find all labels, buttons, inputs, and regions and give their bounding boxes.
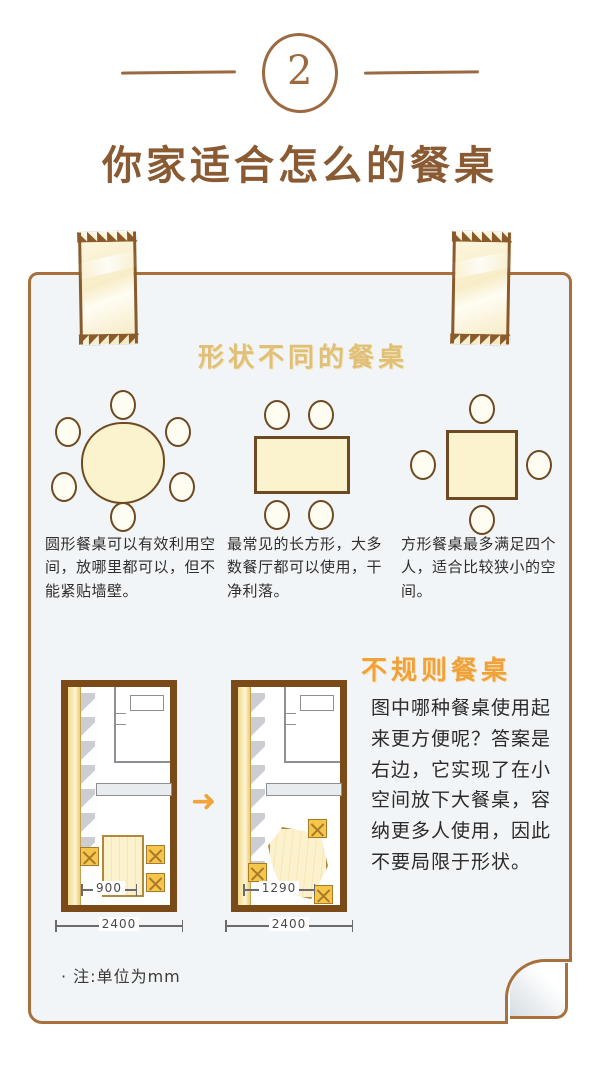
floor-plan-comparison: 900 2400 ➜ [39,680,369,970]
chair-icon [468,394,495,424]
washi-tape-icon [450,230,512,346]
chair-icon [110,502,136,532]
seat-icon [308,819,327,838]
door-swing-icon [284,713,296,725]
room-width-dimension: 2400 [55,916,183,934]
irregular-table-body-text: 图中哪种餐桌使用起来更方便呢？答案是右边，它实现了在小空间放下大餐桌，容纳更多人… [371,697,552,873]
chair-icon [55,417,81,447]
round-table-top [81,422,165,504]
curtain-folds-icon [251,693,265,863]
adjacent-room-box [284,687,340,763]
tape-torn-edge [78,333,139,346]
curtain-folds-icon [81,693,95,863]
counter-icon [266,783,342,796]
counter-icon [96,783,172,796]
seat-icon [146,845,165,864]
chair-icon [525,450,552,480]
chair-icon [110,390,136,420]
rectangular-table-top [254,436,351,494]
header: 2 你家适合怎么的餐桌 [0,0,600,215]
tape-torn-edge [450,333,511,346]
chair-icon [169,472,195,502]
chair-icon [308,400,335,430]
furniture-rect-icon [130,695,164,711]
curtain-wall [238,687,251,905]
room-outline [231,680,347,912]
tape-torn-edge [77,230,138,243]
room-width-dimension: 2400 [225,916,353,934]
rectangular-table-caption: 最常见的长方形，大多数餐厅都可以使用，干净利落。 [227,535,383,600]
round-table-caption: 圆形餐桌可以有效利用空间，放哪里都可以，但不能紧贴墙壁。 [45,535,216,600]
room-outline [61,680,177,912]
curtain-wall [68,687,81,905]
rule-left-decoration [120,70,237,75]
units-footnote: · 注:单位为mm [61,967,181,986]
door-swing-icon [114,713,126,725]
floor-plan-before: 900 2400 [47,680,189,942]
room-width-value: 2400 [98,917,140,931]
room-width-value: 2400 [268,917,310,931]
paper-sheet-wrapper: 形状不同的餐桌 [28,230,572,1024]
seat-icon [314,885,333,904]
paper-curl-corner [510,963,568,1019]
chair-icon [468,505,495,535]
round-table-illustration [31,390,212,535]
floor-plan-after: 1290 2400 [217,680,359,942]
square-table-top [445,430,518,500]
tape-body [451,231,511,345]
chair-icon [165,417,191,447]
section-heading-shapes: 形状不同的餐桌 [197,343,408,373]
seat-icon [248,863,267,882]
chair-icon [264,500,291,530]
chair-icon [51,472,77,502]
tape-body [78,231,138,345]
rectangular-table-illustration [212,390,393,535]
adjacent-room-box [114,687,170,763]
table-width-dimension: 900 [81,880,137,898]
section-number-badge: 2 [260,31,340,114]
square-table-illustration [394,390,575,535]
square-table-caption: 方形餐桌最多满足四个人，适合比较狭小的空间。 [401,535,557,600]
table-width-dimension: 1290 [243,880,315,898]
seat-icon [80,847,99,866]
furniture-rect-icon [300,695,334,711]
chair-icon [264,400,291,430]
badge-row: 2 [0,30,600,115]
table-width-value: 900 [93,881,125,895]
page-title: 你家适合怎么的餐桌 [102,143,498,189]
comparison-arrow-icon: ➜ [191,784,217,819]
chair-icon [308,500,335,530]
tape-torn-edge [451,230,512,243]
seat-icon [146,873,165,892]
section-heading-irregular: 不规则餐桌 [361,656,512,686]
chair-icon [409,450,436,480]
rule-right-decoration [363,70,480,75]
shape-illustration-row [31,390,575,535]
washi-tape-icon [77,230,139,346]
badge-number: 2 [287,47,313,94]
table-width-value: 1290 [258,881,300,895]
paper-sheet: 形状不同的餐桌 [28,272,572,1024]
